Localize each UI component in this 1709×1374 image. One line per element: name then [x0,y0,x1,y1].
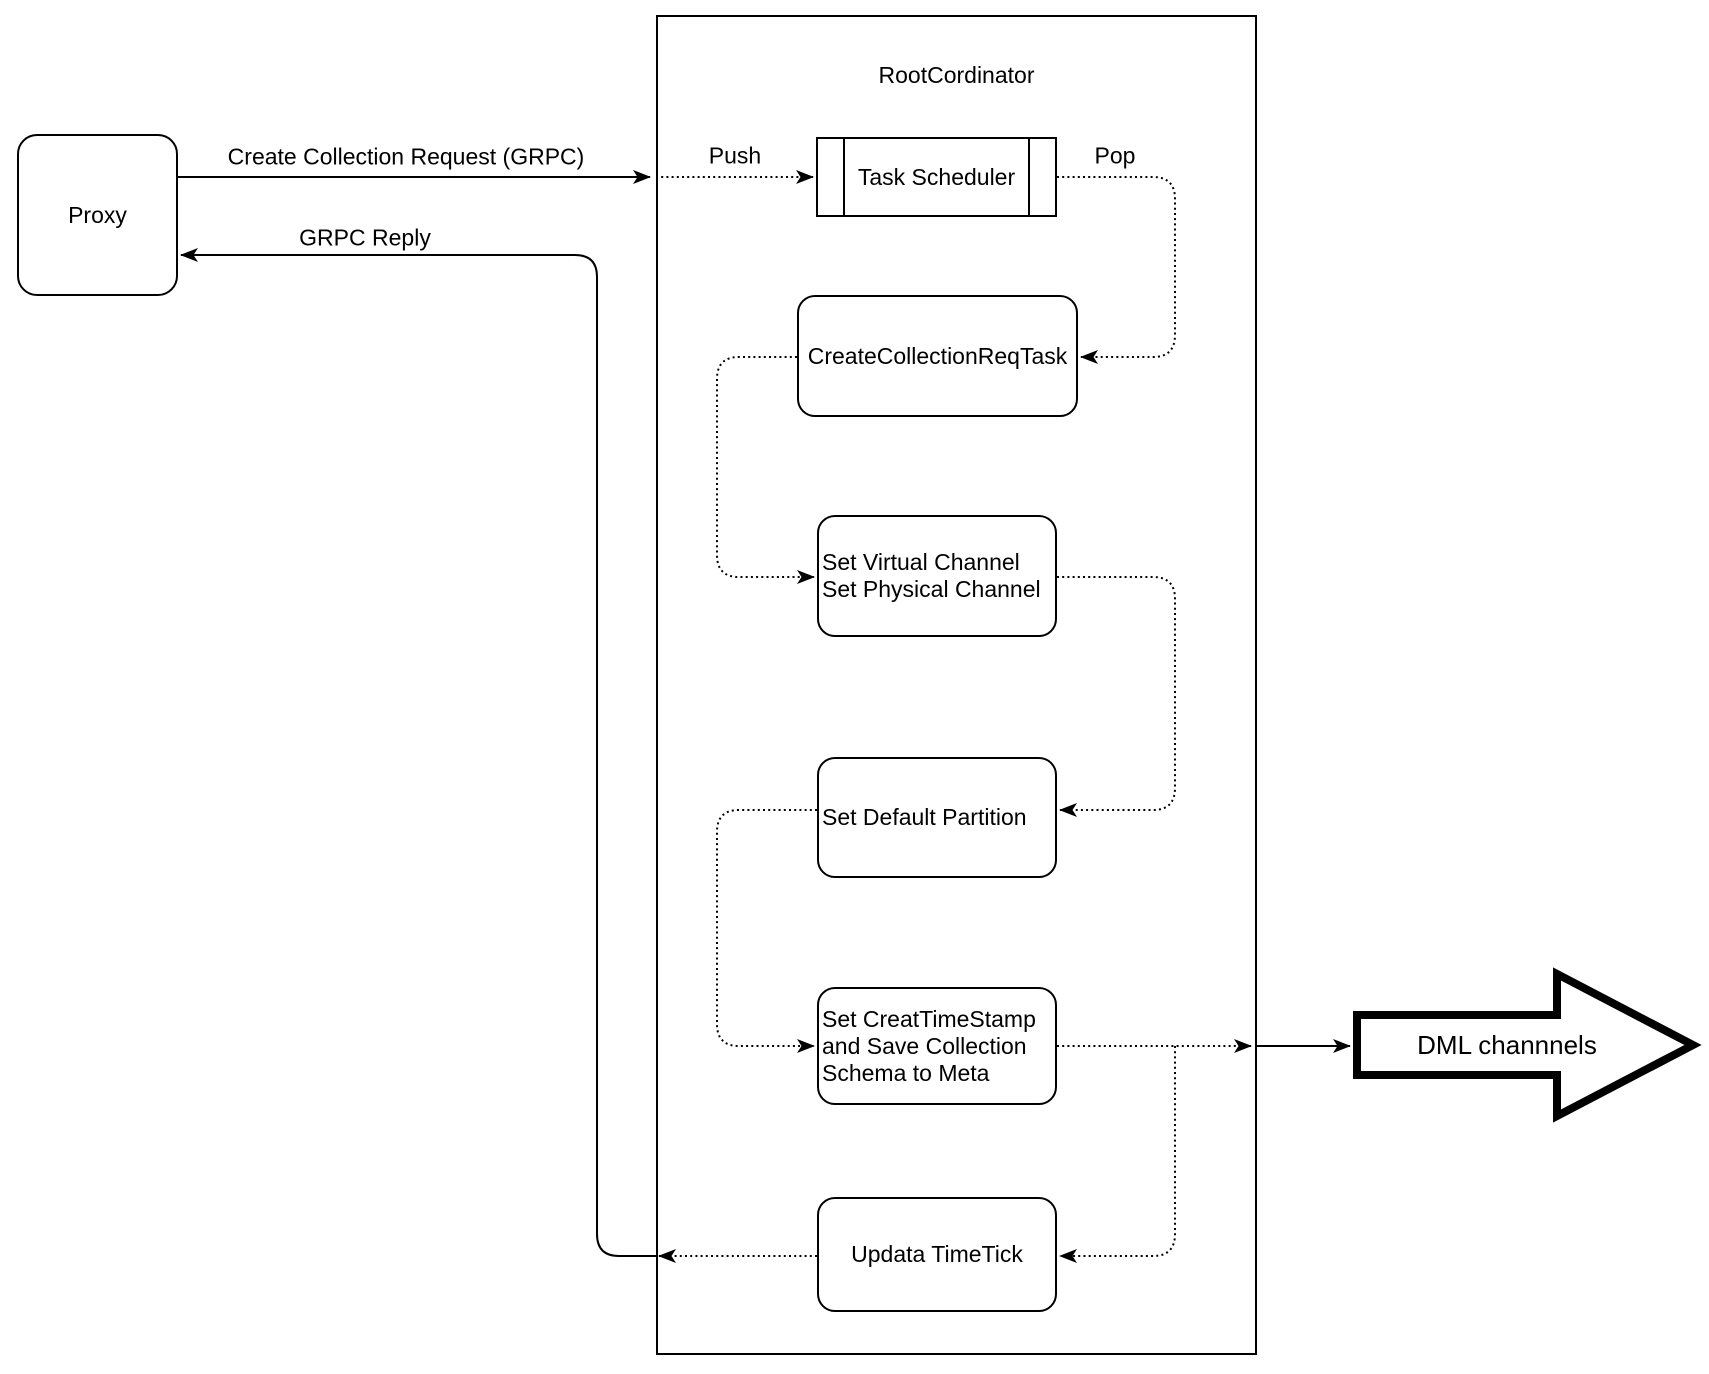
edge-grpc-reply [180,248,656,1257]
node-set-channels-line1: Set Virtual Channel [822,549,1020,575]
node-task-scheduler: Task Scheduler [816,137,1057,217]
node-updata-timetick-label: Updata TimeTick [851,1241,1023,1267]
root-coordinator-container [656,15,1257,1355]
edge-setchannels-to-setdefault [1057,576,1176,817]
node-set-default-partition: Set Default Partition [817,757,1057,878]
node-create-collection-req-task: CreateCollectionReqTask [797,295,1078,417]
edge-setcreat-to-updata [1059,1046,1176,1263]
node-set-channels: Set Virtual Channel Set Physical Channel [817,515,1057,637]
node-proxy-label: Proxy [68,201,127,228]
node-create-collection-req-task-label: CreateCollectionReqTask [807,342,1068,369]
node-proxy: Proxy [17,134,178,296]
edge-label-create-collection-request: Create Collection Request (GRPC) [224,143,588,171]
node-set-creat-timestamp-line3: Schema to Meta [822,1059,990,1086]
dml-channels-block-arrow [1353,967,1702,1123]
root-coordinator-title: RootCordinator [878,62,1035,88]
task-scheduler-right-bar [1028,139,1030,215]
node-set-creat-timestamp-line1: Set CreatTimeStamp [822,1005,1036,1032]
node-set-default-partition-label: Set Default Partition [822,804,1027,830]
task-scheduler-left-bar [843,139,845,215]
edge-label-pop: Pop [1091,142,1139,170]
node-set-channels-line2: Set Physical Channel [822,576,1041,602]
node-set-creat-timestamp: Set CreatTimeStamp and Save Collection S… [817,987,1057,1105]
edge-label-grpc-reply: GRPC Reply [296,224,434,252]
dml-channels-label: DML channnels [1417,1029,1597,1060]
edge-label-push: Push [705,142,765,170]
edge-setdefault-to-setcreat [716,809,817,1053]
edge-pop [1057,176,1176,364]
node-updata-timetick: Updata TimeTick [817,1197,1057,1312]
node-set-creat-timestamp-line2: and Save Collection [822,1032,1027,1059]
node-task-scheduler-label: Task Scheduler [857,163,1016,190]
